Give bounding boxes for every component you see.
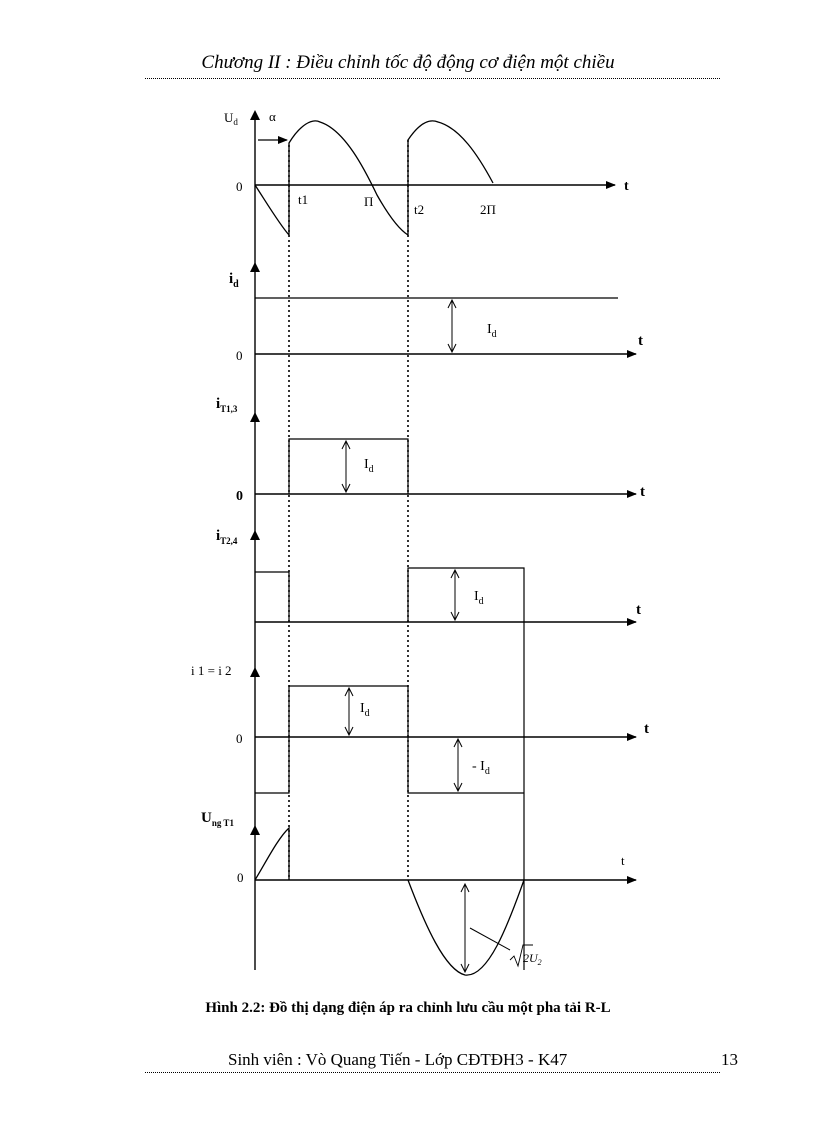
ud-t-label: t [624, 179, 629, 194]
tick-2pi: 2Π [480, 202, 496, 217]
sqrt-sign [509, 944, 533, 968]
i12-panel: i 1 = i 2 0 t Id - Id [191, 663, 649, 794]
vertical-axis-arrow [250, 110, 260, 120]
it13-level-label: Id [364, 457, 374, 475]
header-rule [145, 78, 720, 79]
i12-waveform [255, 685, 524, 794]
ungt1-zero-label: 0 [237, 870, 244, 885]
it13-pulse [288, 438, 409, 494]
it24-label: iT2,4 [216, 528, 238, 546]
tick-t2: t2 [414, 202, 424, 217]
tick-pi: Π [364, 194, 373, 209]
it13-panel: iT1,3 0 t Id [216, 396, 645, 504]
page-number: 13 [721, 1050, 738, 1069]
it24-t-label: t [636, 602, 641, 618]
it24-pulse-1 [255, 571, 290, 622]
it13-zero-label: 0 [236, 489, 243, 504]
id-label: id [229, 271, 239, 290]
id-zero-label: 0 [236, 348, 243, 363]
ungt1-waveform-1 [254, 826, 290, 881]
ud-zero-label: 0 [236, 179, 243, 194]
figure-caption: Hình 2.2: Đồ thị dạng điện áp ra chỉnh l… [205, 1000, 611, 1016]
ungt1-panel: Ung T1 0 t 2U2 [201, 810, 637, 976]
i12-t-label: t [644, 721, 649, 737]
ungt1-t-label: t [621, 853, 625, 868]
it13-label: iT1,3 [216, 396, 238, 414]
it24-pulse-2 [407, 567, 525, 970]
ungt1-waveform-2 [407, 879, 525, 976]
waveform-figure: Ud α 0 t t1 Π t2 2Π id 0 t Id iT1,3 0 t … [191, 109, 649, 976]
i12-label: i 1 = i 2 [191, 663, 232, 678]
footer-student-info: Sinh viên : Vò Quang Tiến - Lớp CĐTĐH3 -… [228, 1050, 568, 1069]
id-panel: id 0 t Id [229, 271, 643, 363]
ungt1-label: Ung T1 [201, 810, 234, 828]
page-header-title: Chương II : Điều chỉnh tốc độ động cơ đi… [201, 52, 615, 73]
alpha-label: α [269, 109, 276, 124]
i12-level-label: Id [360, 701, 370, 719]
i12-neg-level-label: - Id [472, 759, 490, 777]
id-t-label: t [638, 333, 643, 349]
id-level-label: Id [487, 322, 497, 340]
ud-waveform [254, 120, 494, 237]
it24-level-label: Id [474, 589, 484, 607]
amplitude-leader-line [469, 927, 511, 951]
tick-t1: t1 [298, 192, 308, 207]
amplitude-label: 2U2 [523, 951, 542, 967]
ud-label: Ud [224, 110, 238, 127]
footer-rule [145, 1072, 720, 1073]
ud-panel: Ud α 0 t t1 Π t2 2Π [224, 109, 629, 237]
i12-zero-label: 0 [236, 731, 243, 746]
it13-t-label: t [640, 484, 645, 500]
it24-panel: iT2,4 t Id [216, 528, 641, 970]
